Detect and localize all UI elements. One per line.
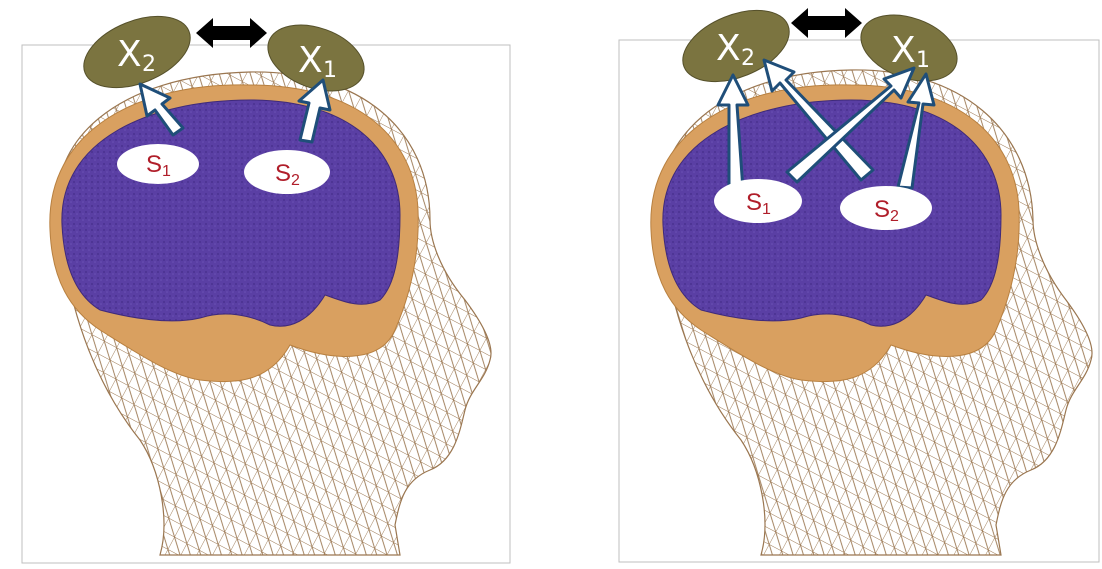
sensor-x2-subscript: 2 <box>741 46 755 71</box>
panel-right-all-to-all: X 2 X 1 S 1 S 2 <box>551 0 1102 569</box>
brain <box>62 100 400 326</box>
source-s2-subscript: 2 <box>890 208 899 225</box>
sensor-x1-label: X <box>298 40 323 81</box>
source-s1: S 1 <box>117 144 199 184</box>
sensor-x1-label: X <box>891 30 916 71</box>
source-s1: S 1 <box>714 179 802 223</box>
sensor-x2-label: X <box>716 28 741 69</box>
head-diagram-right: X 2 X 1 S 1 S 2 <box>551 0 1102 569</box>
source-s2: S 2 <box>244 150 330 194</box>
sensor-x1-subscript: 1 <box>916 48 930 73</box>
source-s2-label: S <box>874 196 890 223</box>
sensor-x2-subscript: 2 <box>142 52 156 77</box>
coupling-double-arrow-icon <box>791 8 862 38</box>
panel-left-one-to-one: X 2 X 1 S 1 S 2 <box>0 0 551 569</box>
coupling-double-arrow-icon <box>196 18 267 48</box>
sensor-x2-label: X <box>117 34 142 75</box>
source-s1-label: S <box>746 189 762 216</box>
source-s2-label: S <box>275 160 291 187</box>
source-s2: S 2 <box>840 186 932 230</box>
source-s1-subscript: 1 <box>762 201 771 218</box>
sensor-x1-subscript: 1 <box>323 58 337 83</box>
source-s2-subscript: 2 <box>291 172 300 189</box>
source-s1-subscript: 1 <box>162 163 171 180</box>
source-s1-label: S <box>146 151 162 178</box>
head-diagram-left: X 2 X 1 S 1 S 2 <box>0 0 551 569</box>
